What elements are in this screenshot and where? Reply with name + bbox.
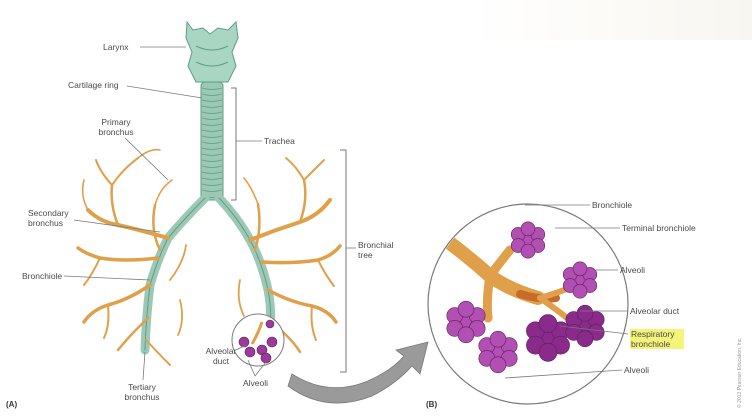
magnify-arrow	[288, 342, 428, 403]
alveolus	[458, 301, 474, 317]
alveolus	[573, 262, 587, 276]
label-cartilage-ring: Cartilage ring	[68, 80, 119, 90]
alveolus	[577, 305, 593, 321]
label-tertiary-bronchus: Tertiary bronchus	[122, 382, 162, 402]
alveolus	[490, 357, 506, 373]
label-primary-bronchus: Primary bronchus	[98, 117, 134, 137]
alveolus	[521, 244, 535, 258]
alveolus	[521, 222, 535, 236]
label-alveoli-a: Alveoli	[243, 378, 268, 388]
left-bronchial-tree	[78, 150, 186, 365]
label-alveolar-duct-b: Alveolar duct	[630, 306, 679, 316]
alveolus	[539, 343, 557, 361]
label-bronchial-tree: Bronchial tree	[358, 240, 392, 260]
trachea-shape	[201, 82, 223, 200]
panel-label-b: (B)	[426, 400, 437, 409]
alveolus	[577, 331, 593, 347]
label-alveolar-duct-a: Alveolar duct	[204, 346, 238, 366]
alveoli-magnified-view	[428, 204, 628, 404]
alveolus	[490, 331, 506, 347]
alveolus	[573, 284, 587, 298]
larynx-shape	[186, 22, 238, 82]
copyright-credit: © 2013 Pearson Education, Inc.	[737, 337, 743, 408]
label-larynx: Larynx	[103, 42, 129, 52]
alveoli-detail-circle	[232, 314, 284, 366]
label-bronchiole-b: Bronchiole	[592, 200, 632, 210]
panel-label-a: (A)	[6, 400, 17, 409]
label-secondary-bronchus: Secondary bronchus	[28, 208, 78, 228]
alveolus	[458, 327, 474, 343]
label-alveoli-b-top: Alveoli	[620, 265, 645, 275]
label-alveoli-b-bottom: Alveoli	[624, 365, 649, 375]
label-terminal-bronchiole: Terminal bronchiole	[622, 223, 696, 233]
alveolus	[539, 315, 557, 333]
label-trachea: Trachea	[264, 136, 295, 146]
label-bronchiole-a: Bronchiole	[22, 271, 62, 281]
label-respiratory-bronchiole: Respiratory bronchiole	[630, 329, 684, 349]
